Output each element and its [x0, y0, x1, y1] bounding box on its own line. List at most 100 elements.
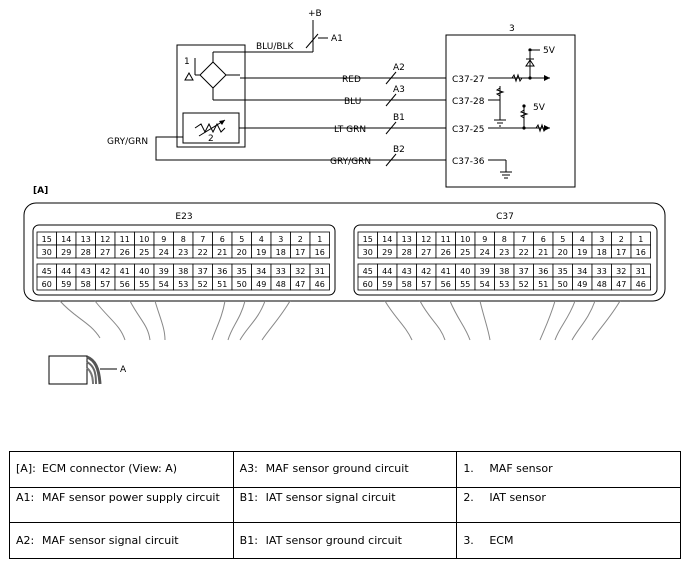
- pin-label: 35: [558, 267, 568, 276]
- pin-label: 40: [460, 267, 470, 276]
- a2-tick: [385, 71, 397, 85]
- pin-label: 45: [363, 267, 373, 276]
- pin-label: 33: [597, 267, 607, 276]
- iat-thermistor-icon: [194, 119, 226, 137]
- connector-view-tag: [A]: [33, 186, 48, 196]
- pin-label: 58: [81, 280, 91, 289]
- pin-label: 29: [382, 248, 392, 257]
- legend-cell: B1:IAT sensor ground circuit: [232, 522, 458, 559]
- pin-label: 8: [502, 235, 507, 244]
- legend-row: A2:MAF sensor signal circuit B1:IAT sens…: [9, 522, 681, 559]
- pin-label: 17: [295, 248, 305, 257]
- pin-label: 57: [421, 280, 431, 289]
- pin-label: 54: [159, 280, 169, 289]
- b1-label: B1: [393, 113, 405, 123]
- pin-label: 7: [200, 235, 205, 244]
- pin-cell: [630, 244, 651, 259]
- legend-cell: 3.ECM: [456, 522, 681, 559]
- pin-label: 36: [538, 267, 548, 276]
- pin-label: 6: [220, 235, 225, 244]
- pin-label: 28: [402, 248, 412, 257]
- legend-row: A1:MAF sensor power supply circuit B1:IA…: [9, 486, 681, 524]
- pin-label: 2: [619, 235, 624, 244]
- pin-label: 41: [441, 267, 451, 276]
- pin-label: 49: [256, 280, 266, 289]
- pin-label: 39: [159, 267, 169, 276]
- pin-label: 45: [42, 267, 52, 276]
- pin-label: 10: [139, 235, 149, 244]
- pin-label: 37: [519, 267, 529, 276]
- pin-label: 39: [480, 267, 490, 276]
- pin-label: 12: [100, 235, 110, 244]
- pin-label: 2: [298, 235, 303, 244]
- pin-label: 47: [616, 280, 626, 289]
- b2-tick: [385, 153, 397, 167]
- ecm-5v-bottom: 5V: [533, 103, 546, 113]
- pin-label: 14: [61, 235, 71, 244]
- pin-label: 26: [441, 248, 451, 257]
- pin-label: 35: [237, 267, 247, 276]
- ecm-number: 3: [509, 24, 515, 34]
- a1-tick: [305, 33, 319, 49]
- ecm-internal-circuit: [488, 48, 550, 179]
- pin-label: 1: [638, 235, 643, 244]
- pin-label: 30: [363, 248, 373, 257]
- pin-label: 21: [217, 248, 227, 257]
- harness-wires: [59, 300, 621, 341]
- pin-label: 18: [276, 248, 286, 257]
- pin-label: 59: [382, 280, 392, 289]
- pin-label: 19: [577, 248, 587, 257]
- pin-label: 13: [81, 235, 91, 244]
- pin-label: 56: [120, 280, 130, 289]
- pin-label: 15: [363, 235, 373, 244]
- pin-label: 46: [315, 280, 325, 289]
- connector-view-icon: [48, 355, 117, 385]
- terminal-c37-28: C37-28: [452, 97, 485, 107]
- gry-grn-wire-label: GRY/GRN: [330, 157, 371, 167]
- connector-c37: C37: [353, 212, 658, 296]
- pin-label: 33: [276, 267, 286, 276]
- pin-label: 32: [295, 267, 305, 276]
- pin-label: 59: [61, 280, 71, 289]
- maf-bridge-icon: [184, 51, 240, 101]
- pin-label: 58: [402, 280, 412, 289]
- gry-grn-left-label: GRY/GRN: [107, 137, 148, 147]
- pin-label: 31: [636, 267, 646, 276]
- pin-cell: [630, 276, 651, 291]
- pin-label: 6: [541, 235, 546, 244]
- pin-label: 20: [558, 248, 568, 257]
- legend-cell: 2.IAT sensor: [456, 486, 681, 524]
- ecm-5v-top: 5V: [543, 46, 556, 56]
- pin-label: 24: [480, 248, 490, 257]
- blu-wire-label: BLU: [344, 97, 361, 107]
- pin-label: 49: [577, 280, 587, 289]
- pin-label: 48: [597, 280, 607, 289]
- ecm-connector-outline: [23, 202, 666, 302]
- pin-label: 3: [278, 235, 283, 244]
- wiring-diagram: +B A1 BLU/BLK 1 2 RED A2 BLU A3 LT GRN B…: [23, 9, 666, 385]
- pin-label: 25: [139, 248, 149, 257]
- terminal-c37-27: C37-27: [452, 75, 484, 85]
- legend-cell: A2:MAF sensor signal circuit: [9, 522, 234, 559]
- pin-label: 55: [460, 280, 470, 289]
- pin-cell: [309, 276, 330, 291]
- pin-label: 57: [100, 280, 110, 289]
- pin-label: 21: [538, 248, 548, 257]
- maf-sensor-number: 1: [184, 57, 190, 67]
- a3-label: A3: [393, 85, 405, 95]
- pin-label: 42: [100, 267, 110, 276]
- pin-label: 51: [217, 280, 227, 289]
- pin-label: 12: [421, 235, 431, 244]
- pin-label: 28: [81, 248, 91, 257]
- legend-row: [A]:ECM connector (View: A) A3:MAF senso…: [9, 451, 681, 488]
- pin-label: 27: [100, 248, 110, 257]
- gry-grn-loop-wire: [155, 136, 446, 161]
- pin-label: 38: [178, 267, 188, 276]
- pin-label: 54: [480, 280, 490, 289]
- pin-label: 42: [421, 267, 431, 276]
- lt-grn-wire-label: LT GRN: [334, 125, 366, 135]
- blu-blk-label: BLU/BLK: [256, 42, 295, 52]
- maf-iat-sensor-housing: [176, 44, 246, 148]
